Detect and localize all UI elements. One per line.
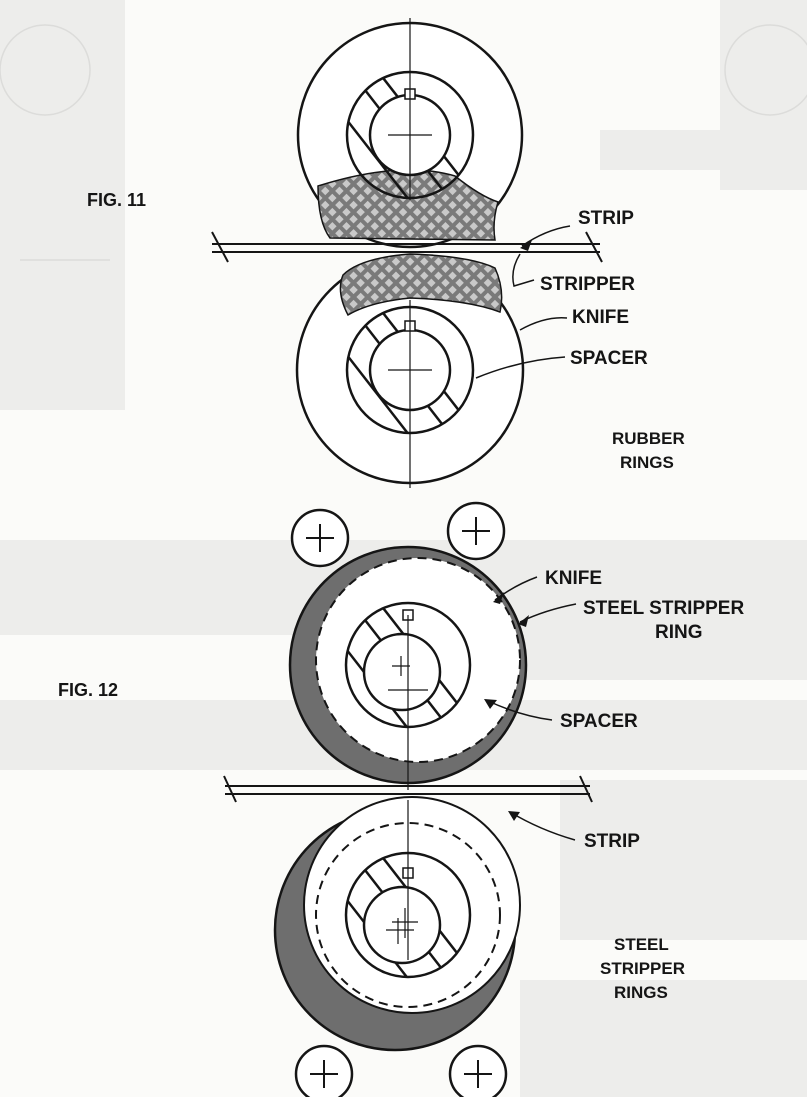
fig12-upper-centerline <box>388 615 428 790</box>
fig11-leader-lines <box>475 225 571 379</box>
fig11-upper-roll <box>296 18 524 249</box>
fig11-label-spacer: SPACER <box>570 348 648 369</box>
fig11-label-knife: KNIFE <box>572 307 629 328</box>
fig11-note-line1: RUBBER <box>612 429 685 448</box>
fig11: FIG. 11 <box>87 18 685 488</box>
fig12-note-line3: RINGS <box>614 983 668 1002</box>
fig12-lower-roll <box>273 796 521 1052</box>
fig12-leader-arrowheads <box>484 592 529 821</box>
fig11-note-line2: RINGS <box>620 453 674 472</box>
fig12-label-strip: STRIP <box>584 831 640 852</box>
fig11-lower-centerline <box>388 300 432 488</box>
fig12-lower-centerline <box>386 800 418 960</box>
fig11-leader-arrowhead <box>520 240 532 251</box>
fig12-upper-roll <box>288 545 528 790</box>
fig11-strip <box>211 231 603 263</box>
fig12-label-stripper-line2: RING <box>655 622 703 643</box>
fig11-label-strip: STRIP <box>578 208 634 229</box>
fig12-label-stripper-line1: STEEL STRIPPER <box>583 598 744 619</box>
fig12-guide-rollers <box>290 501 508 1097</box>
fig12-note-line2: STRIPPER <box>600 959 685 978</box>
fig11-caption: FIG. 11 <box>87 190 146 210</box>
fig12: FIG. 12 <box>58 501 744 1097</box>
fig11-label-stripper: STRIPPER <box>540 274 635 295</box>
fig12-note-line1: STEEL <box>614 935 669 954</box>
fig11-upper-centerline <box>388 18 432 200</box>
fig12-caption: FIG. 12 <box>58 680 118 700</box>
fig12-roller-crosses <box>306 517 492 1088</box>
fig12-label-knife: KNIFE <box>545 568 602 589</box>
fig12-label-spacer: SPACER <box>560 711 638 732</box>
fig12-strip <box>223 775 593 803</box>
fig12-lower-knife <box>315 822 501 1008</box>
fig11-lower-roll <box>295 253 525 488</box>
fig11-lower-rubber-ring <box>339 253 503 317</box>
